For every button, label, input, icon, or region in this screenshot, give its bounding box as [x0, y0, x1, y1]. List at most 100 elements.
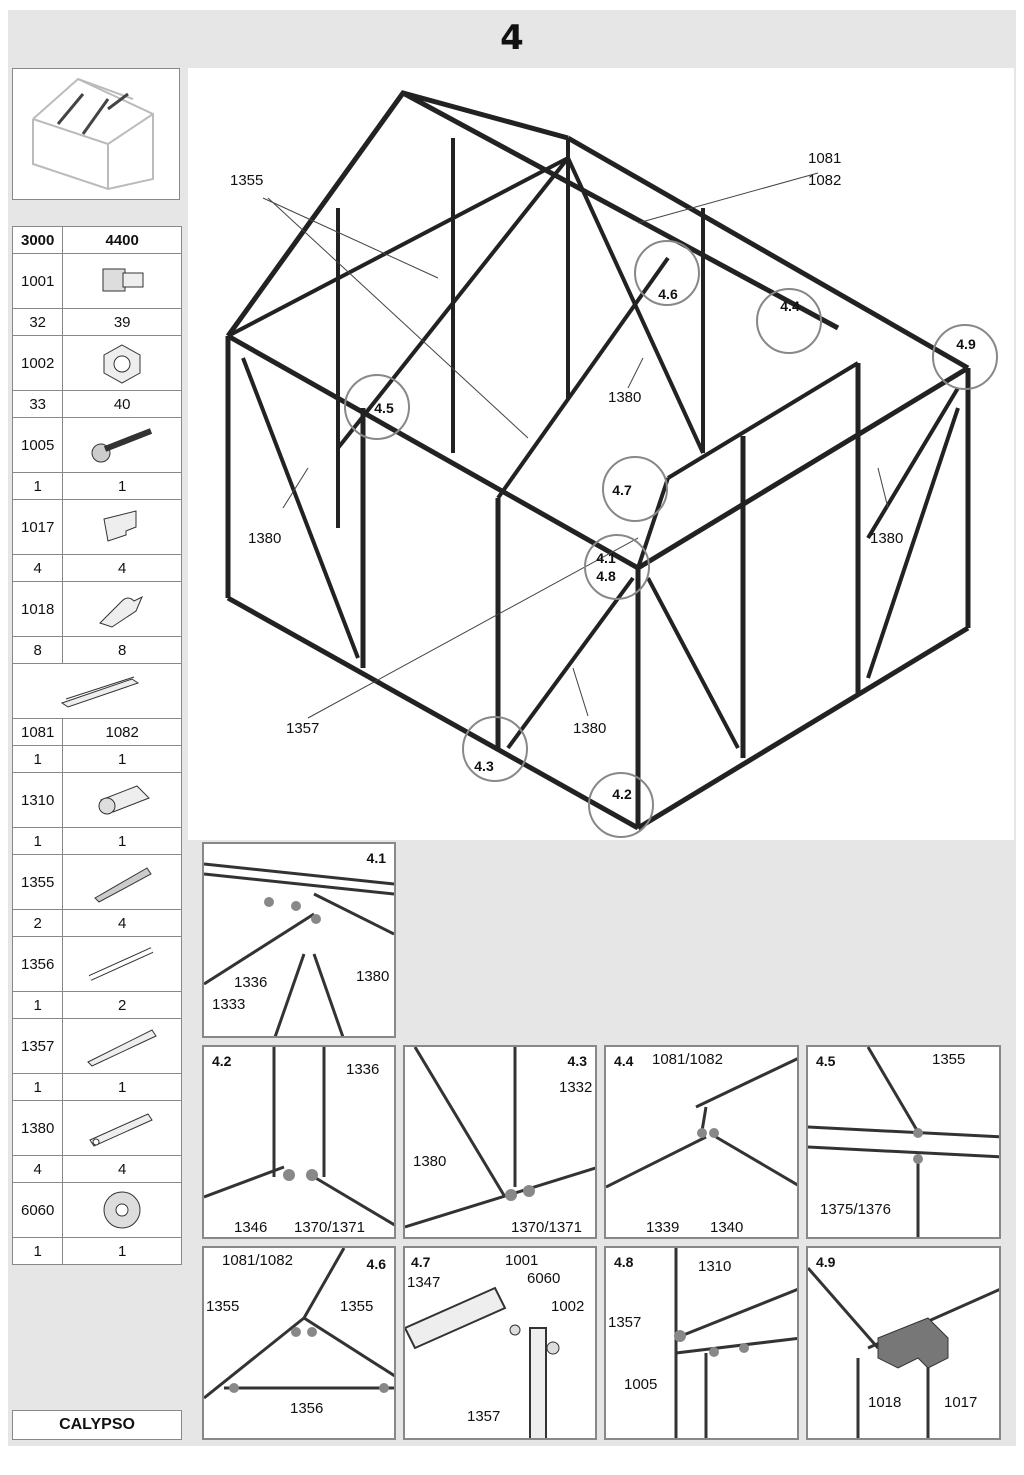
qty-4400: 2 — [62, 991, 182, 1019]
qty-3000: 8 — [11, 636, 64, 664]
qty-4400: 40 — [62, 390, 182, 418]
detail-label: 6060 — [527, 1270, 561, 1287]
bracket-icon — [62, 499, 182, 555]
header-4400: 4400 — [62, 226, 182, 254]
detail-panel-4-4: 4.4 1081/1082 1339 1340 — [604, 1045, 799, 1239]
step-header: 4 — [8, 10, 1016, 66]
part-label: 1356 — [11, 936, 64, 992]
detail-label: 1336 — [234, 974, 268, 991]
part-label: 1018 — [11, 581, 64, 637]
detail-label: 1370/1371 — [511, 1219, 582, 1236]
greenhouse-thumbnail-icon — [32, 77, 154, 191]
greenhouse-thumbnail — [12, 68, 180, 200]
detail-label: 1375/1376 — [820, 1201, 891, 1218]
bar-icon — [62, 1018, 182, 1074]
detail-circle-4-5[interactable]: 4.5 — [344, 374, 410, 440]
detail-label: 1333 — [212, 996, 246, 1013]
detail-title: 4.1 — [366, 850, 386, 866]
detail-circle-4-4[interactable]: 4.4 — [756, 288, 822, 354]
detail-title: 4.9 — [816, 1254, 836, 1270]
qty-4400: 1 — [62, 1073, 182, 1101]
detail-label: 1380 — [356, 968, 390, 985]
qty-4400: 39 — [62, 308, 182, 336]
detail-circle-4-6[interactable]: 4.6 — [634, 240, 700, 306]
detail-label: 1380 — [413, 1153, 447, 1170]
part-label: 1380 — [11, 1100, 64, 1156]
detail-label: 1355 — [932, 1051, 966, 1068]
detail-label: 1355 — [206, 1298, 240, 1315]
detail-title: 4.2 — [212, 1053, 232, 1069]
detail-label: 1347 — [407, 1274, 441, 1291]
profile-icon — [12, 663, 182, 719]
main-illustration: 1355 1081 1082 1380 1380 1380 1380 1357 … — [188, 68, 1014, 840]
qty-3000: 1 — [11, 827, 64, 855]
detail-circle-4-7[interactable]: 4.7 — [602, 456, 668, 522]
detail-circle-4-3[interactable]: 4.3 — [462, 716, 528, 782]
detail-circle-4-1-4-8[interactable]: 4.1 4.8 — [584, 534, 650, 600]
detail-label: 1017 — [944, 1394, 978, 1411]
detail-panel-4-2: 4.2 1336 1346 1370/1371 — [202, 1045, 396, 1239]
qty-4400: 4 — [62, 1155, 182, 1183]
qty-3000: 2 — [11, 909, 64, 937]
screw-icon — [62, 417, 182, 473]
brace-icon — [62, 1100, 182, 1156]
brand-label: CALYPSO — [12, 1410, 182, 1440]
detail-label: 1018 — [868, 1394, 902, 1411]
detail-panel-4-7: 4.7 1001 1347 6060 1002 1357 — [403, 1246, 597, 1440]
callout-1355: 1355 — [230, 172, 264, 189]
qty-3000: 4 — [11, 554, 64, 582]
header-3000: 3000 — [11, 226, 64, 254]
detail-label: 1001 — [505, 1252, 539, 1269]
part-label: 1310 — [11, 772, 64, 828]
callout-1380-center: 1380 — [608, 389, 642, 406]
detail-panel-4-8: 4.8 1310 1357 1005 — [604, 1246, 799, 1440]
clip-icon — [62, 581, 182, 637]
part-label: 1005 — [11, 417, 64, 473]
detail-label: 1346 — [234, 1219, 268, 1236]
detail-label: 1310 — [698, 1258, 732, 1275]
callout-1081: 1081 — [808, 150, 842, 167]
greenhouse-frame-drawing — [225, 90, 971, 831]
rail-icon — [62, 854, 182, 910]
detail-label: 1357 — [608, 1314, 642, 1331]
qty-3000: 1 — [11, 1073, 64, 1101]
qty-3000: 32 — [11, 308, 64, 336]
cylinder-icon — [62, 772, 182, 828]
part-label: 1017 — [11, 499, 64, 555]
detail-label: 1081/1082 — [652, 1051, 723, 1068]
detail-label: 1332 — [559, 1079, 593, 1096]
qty-4400: 8 — [62, 636, 182, 664]
detail-circle-4-9[interactable]: 4.9 — [932, 324, 998, 390]
detail-panel-4-5: 4.5 1355 1375/1376 — [806, 1045, 1001, 1239]
washer-icon — [62, 1182, 182, 1238]
qty-4400: 1 — [62, 827, 182, 855]
qty-3000: 1 — [11, 991, 64, 1019]
detail-circle-4-2[interactable]: 4.2 — [588, 772, 654, 838]
qty-4400: 1 — [62, 472, 182, 500]
detail-label: 1336 — [346, 1061, 380, 1078]
qty-3000: 1 — [11, 745, 64, 773]
qty-3000: 4 — [11, 1155, 64, 1183]
detail-panel-4-3: 4.3 1332 1380 1370/1371 — [403, 1045, 597, 1239]
detail-label: 1370/1371 — [294, 1219, 365, 1236]
qty-4400: 4 — [62, 554, 182, 582]
hex-nut-icon — [62, 335, 182, 391]
qty-4400: 4 — [62, 909, 182, 937]
callout-1380-right: 1380 — [870, 530, 904, 547]
qty-3000: 1 — [11, 472, 64, 500]
detail-label: 1340 — [710, 1219, 744, 1236]
detail-label: 1002 — [551, 1298, 585, 1315]
qty-4400: 1 — [62, 1237, 182, 1265]
detail-title: 4.3 — [567, 1053, 587, 1069]
detail-panel-4-9: 4.9 1018 1017 — [806, 1246, 1001, 1440]
qty-4400: 1082 — [62, 718, 182, 746]
callout-1380-left: 1380 — [248, 530, 282, 547]
detail-title: 4.8 — [614, 1254, 634, 1270]
detail-label: 1081/1082 — [222, 1252, 293, 1269]
qty-3000: 1081 — [11, 718, 64, 746]
callout-1357: 1357 — [286, 720, 320, 737]
part-label: 1357 — [11, 1018, 64, 1074]
step-number: 4 — [500, 18, 524, 58]
callout-1380-front: 1380 — [573, 720, 607, 737]
